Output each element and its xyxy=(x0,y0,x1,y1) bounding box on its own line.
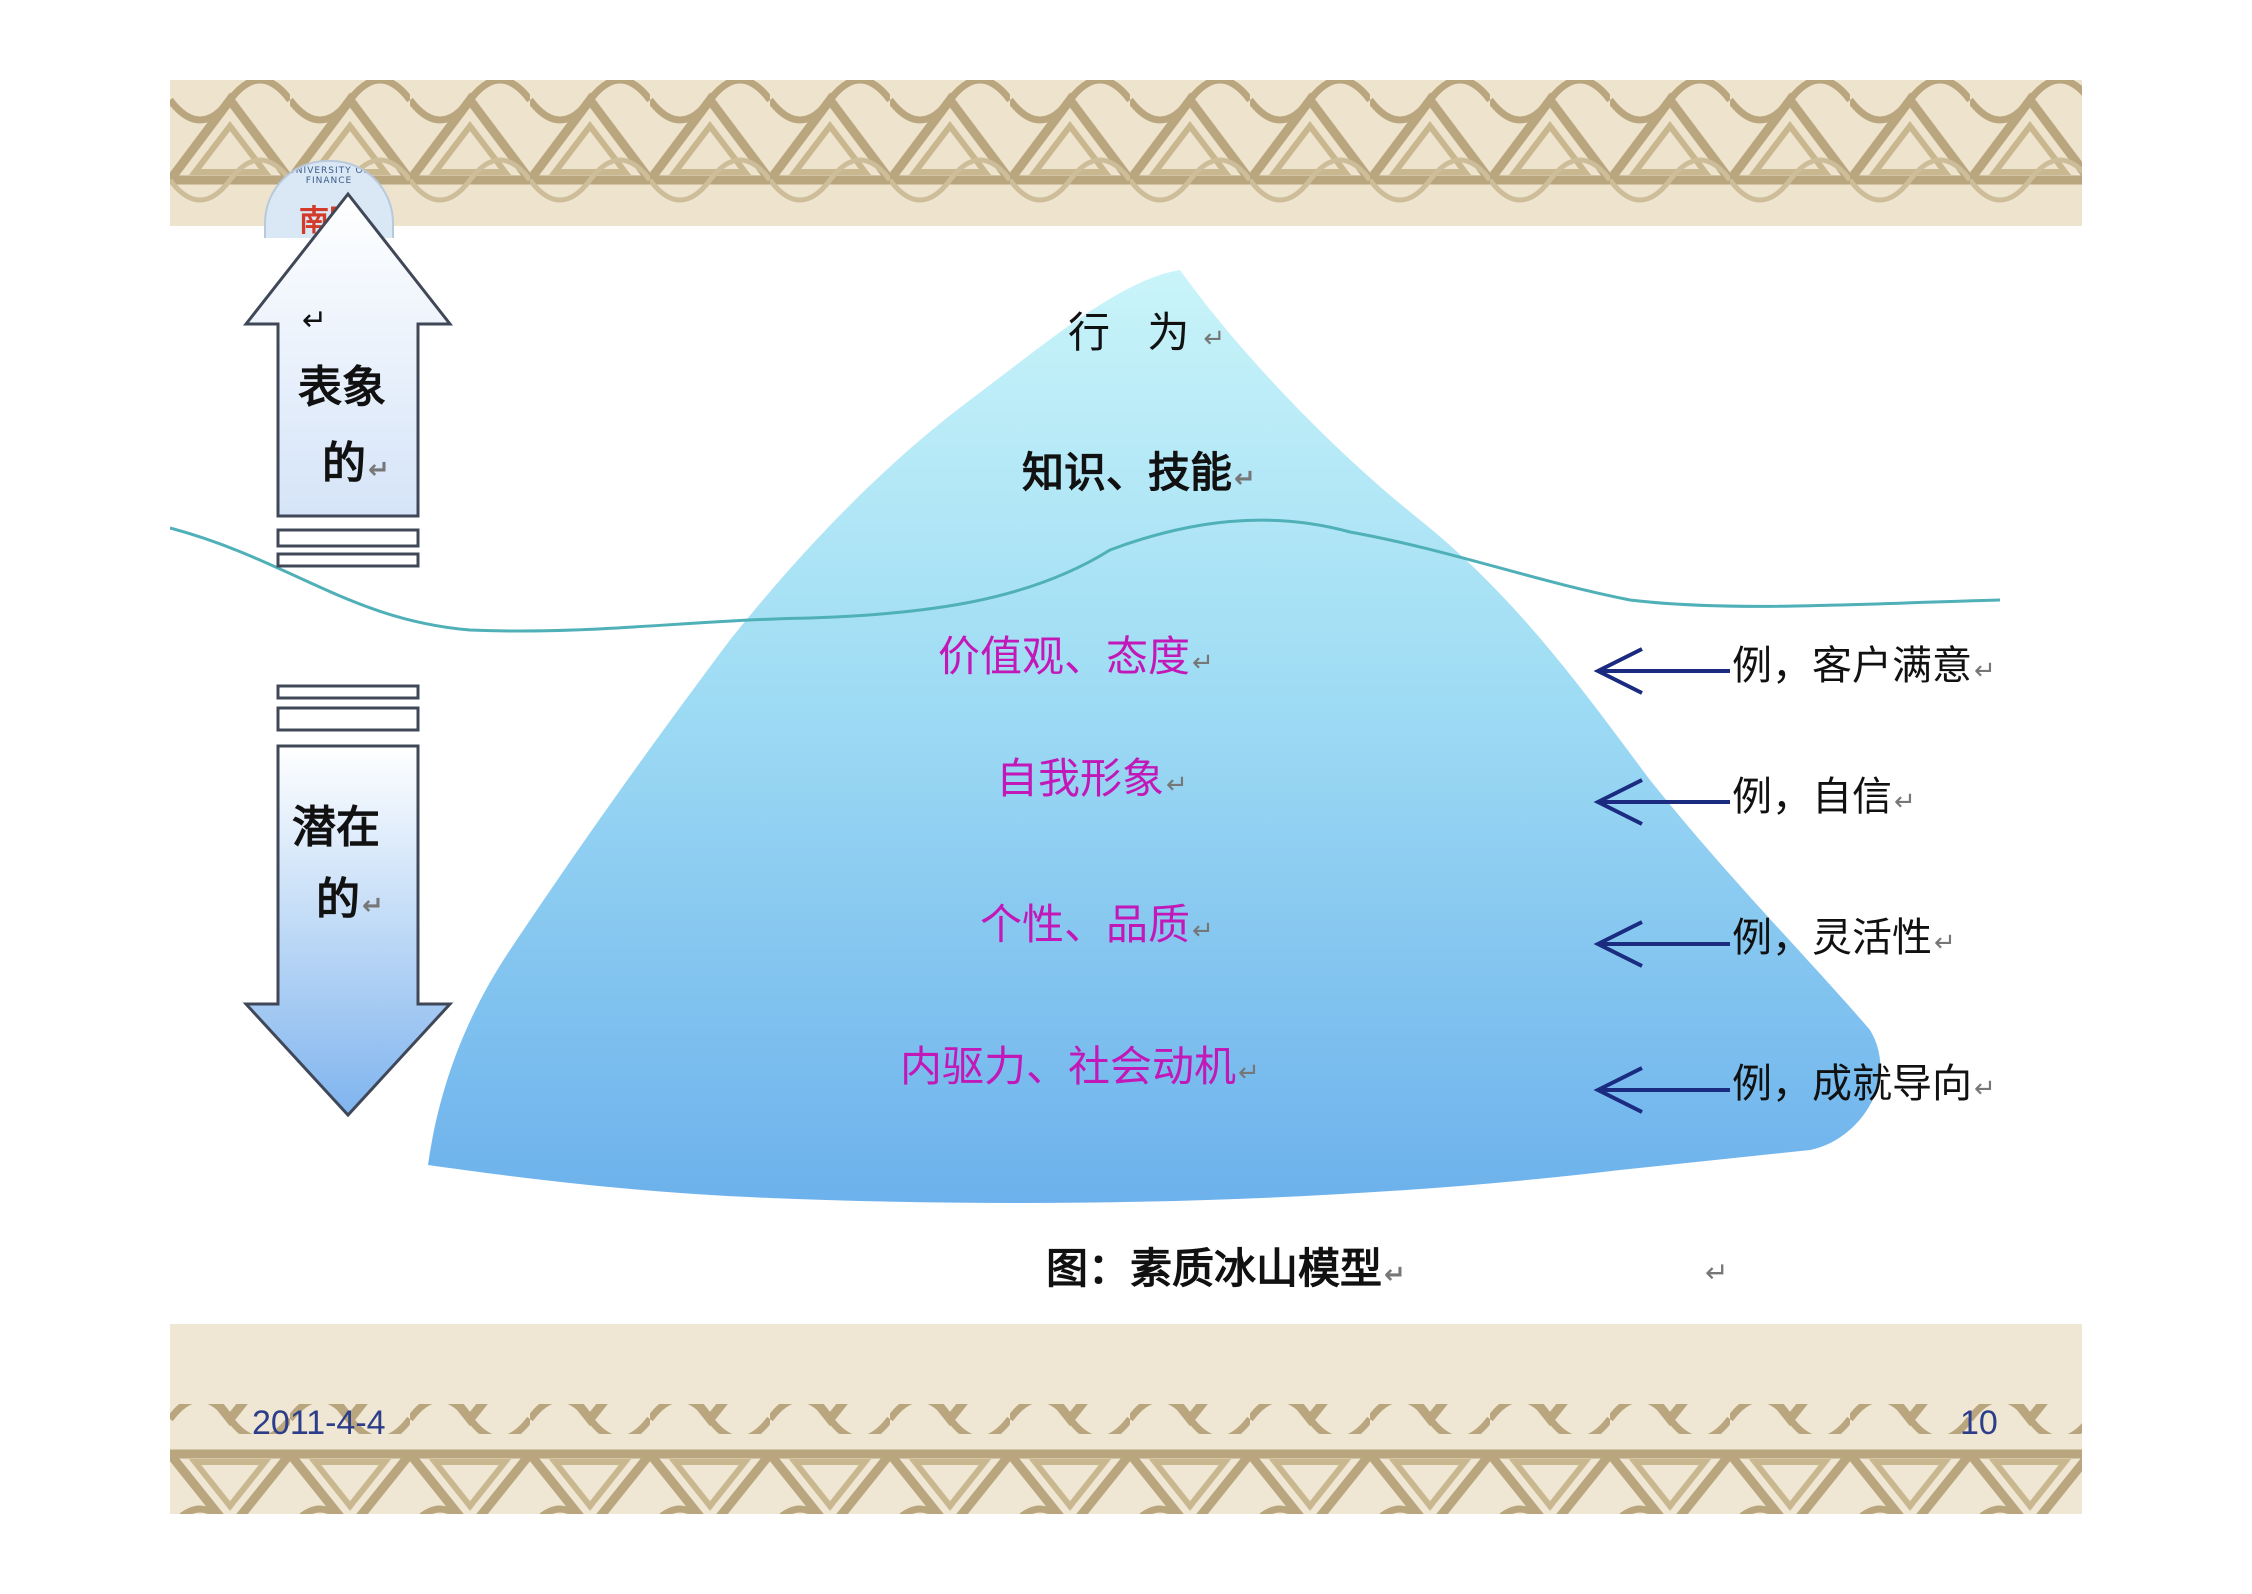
top-decorative-band xyxy=(170,80,2082,226)
example-achievement-orientation: 例，成就导向↵ xyxy=(1732,1061,1996,1107)
water-line xyxy=(170,518,2001,633)
diagram-caption: 图：素质冰山模型↵ xyxy=(1046,1244,1406,1293)
band-pattern xyxy=(170,80,2082,226)
hidden-item-self-image: 自我形象↵ xyxy=(996,754,1188,803)
footer-page-number: 10 xyxy=(1960,1404,1998,1442)
slide: UNIVERSITY OF FINANCE 南财 xyxy=(170,80,2082,1514)
surface-arrow-label-line2: 的↵ xyxy=(322,438,390,489)
band-pattern-bottom xyxy=(170,1324,2082,1514)
up-arrow-return-mark: ↵ xyxy=(302,303,328,338)
logo-ring-text: UNIVERSITY OF FINANCE xyxy=(288,166,370,186)
hidden-item-values-attitude: 价值观、态度↵ xyxy=(938,632,1214,681)
surface-item-knowledge-skills: 知识、技能↵ xyxy=(1022,448,1256,497)
example-arrow-4 xyxy=(1593,1066,1730,1114)
hidden-arrow-label-line2: 的↵ xyxy=(316,874,384,925)
iceberg-diagram: ↵ xyxy=(170,191,2001,1289)
example-arrow-1 xyxy=(1593,647,1730,695)
example-confidence: 例，自信↵ xyxy=(1732,774,1916,820)
hidden-item-motivation: 内驱力、社会动机↵ xyxy=(900,1042,1260,1091)
hidden-down-arrow xyxy=(242,684,454,1118)
surface-up-arrow xyxy=(242,191,454,568)
example-arrow-2 xyxy=(1593,778,1730,826)
example-arrow-3 xyxy=(1593,920,1730,968)
example-customer-satisfaction: 例，客户满意↵ xyxy=(1732,643,1996,689)
footer-date: 2011-4-4 xyxy=(252,1404,386,1442)
bottom-decorative-band xyxy=(170,1324,2082,1514)
hidden-arrow-label-line1: 潜在 xyxy=(292,802,380,853)
stray-return-mark: ↵ xyxy=(1705,1256,1728,1289)
example-arrows xyxy=(1593,647,1730,1114)
example-flexibility: 例，灵活性↵ xyxy=(1732,915,1956,961)
surface-item-behavior: 行 为↵ xyxy=(1068,308,1238,357)
surface-arrow-label-line1: 表象 xyxy=(298,362,386,413)
iceberg-shape xyxy=(428,270,1881,1203)
hidden-item-personality-quality: 个性、品质↵ xyxy=(980,900,1214,949)
